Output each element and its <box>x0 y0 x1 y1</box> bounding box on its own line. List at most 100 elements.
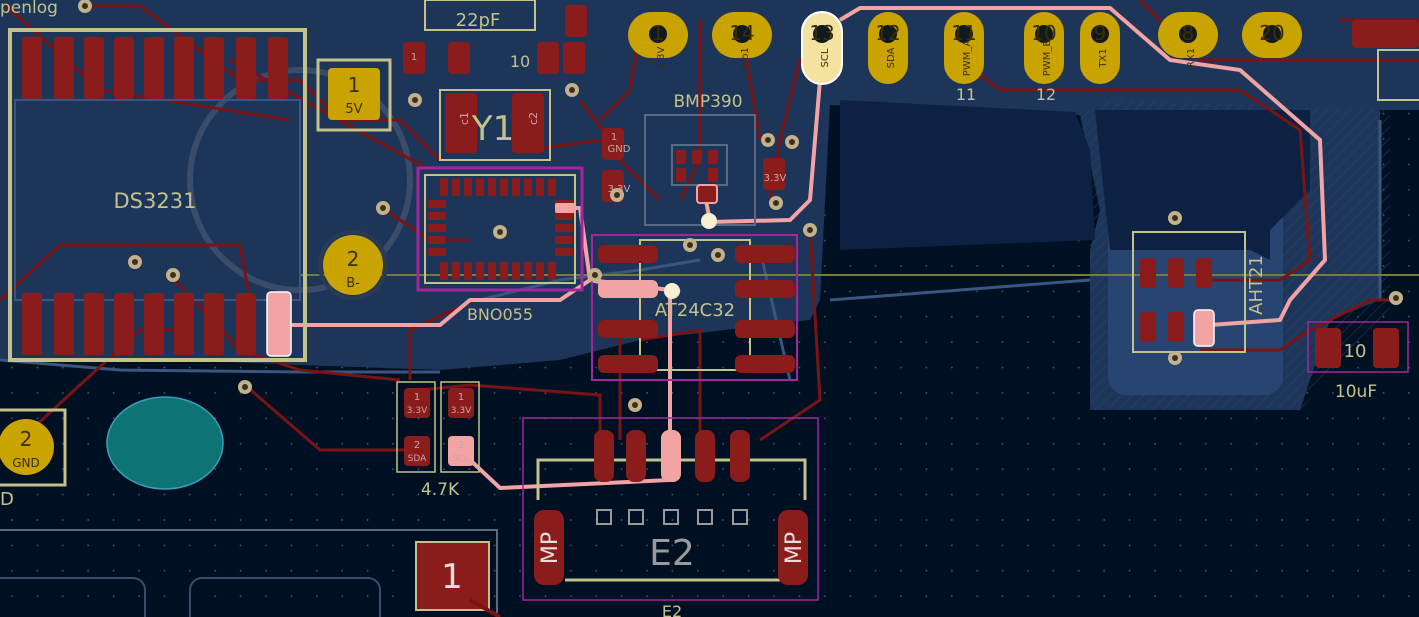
ds3231-pad[interactable] <box>144 37 164 99</box>
bno055-pad[interactable] <box>440 178 448 196</box>
bno055-pad[interactable] <box>428 248 446 256</box>
small-cap-pad[interactable] <box>403 42 425 74</box>
connector-mp-pad[interactable] <box>778 510 808 585</box>
bno055-pad[interactable] <box>555 224 573 232</box>
big-pad-1[interactable]: 1 <box>415 541 490 611</box>
pad-5v[interactable]: 1 5V <box>316 58 392 132</box>
ds3231-pad[interactable] <box>174 37 194 99</box>
bno055-pad[interactable] <box>452 178 460 196</box>
ds3231-pad[interactable] <box>236 37 256 99</box>
small-cap-pad[interactable] <box>448 42 470 74</box>
header-pin[interactable]: 13.3V <box>628 12 688 69</box>
resistor-pad[interactable] <box>448 436 474 466</box>
bno055-pad[interactable] <box>548 178 556 196</box>
ds3231-pad[interactable] <box>22 37 42 99</box>
header-pin-number: 11 <box>951 21 976 45</box>
bno055-pad[interactable] <box>476 178 484 196</box>
bno055-pad[interactable] <box>440 262 448 280</box>
connector-pin-pad[interactable] <box>730 430 750 482</box>
resistor-pad[interactable] <box>404 436 430 466</box>
header-pin[interactable]: 20 <box>1242 12 1302 58</box>
bno055-pad[interactable] <box>524 262 532 280</box>
bno055-pad[interactable] <box>464 262 472 280</box>
bno055-pad[interactable] <box>512 178 520 196</box>
ds3231-pad[interactable] <box>22 293 42 355</box>
at24c32-pad[interactable] <box>735 355 795 373</box>
bno055-pad[interactable] <box>555 212 573 220</box>
bno055-pad[interactable] <box>555 236 573 244</box>
bno055-pad[interactable] <box>452 262 460 280</box>
pad-gnd-left[interactable]: 2 GND <box>0 408 67 487</box>
bno055-pad[interactable] <box>512 262 520 280</box>
bno055-pad[interactable] <box>536 178 544 196</box>
connector-pin-pad[interactable] <box>594 430 614 482</box>
connector-pin-pad[interactable] <box>695 430 715 482</box>
ds3231-pad[interactable] <box>114 293 134 355</box>
bno055-pad[interactable] <box>428 236 446 244</box>
small-cap-pad[interactable] <box>565 5 587 37</box>
ds3231-pad[interactable] <box>204 37 224 99</box>
small-cap-pad[interactable] <box>763 158 785 190</box>
at24c32-pads[interactable] <box>598 245 795 373</box>
bno055-pad[interactable] <box>464 178 472 196</box>
ds3231-pad[interactable] <box>54 37 74 99</box>
bno055-pad[interactable] <box>548 262 556 280</box>
ds3231-pad[interactable] <box>236 293 256 355</box>
resistor-pad[interactable] <box>404 388 430 418</box>
bno055-pad[interactable] <box>555 248 573 256</box>
resistor-pad[interactable] <box>448 388 474 418</box>
ds3231-pad[interactable] <box>174 293 194 355</box>
at24c32-pad[interactable] <box>598 355 658 373</box>
ds3231-pad[interactable] <box>268 37 288 99</box>
ds3231-bottom-pads[interactable] <box>22 293 256 355</box>
ds3231-pad[interactable] <box>84 37 104 99</box>
right-edge-pad[interactable] <box>1352 20 1419 48</box>
bno055-pad[interactable] <box>500 262 508 280</box>
bno055-pad[interactable] <box>428 212 446 220</box>
bno055-pad[interactable] <box>536 262 544 280</box>
at24c32-pad[interactable] <box>598 320 658 338</box>
ds3231-pad[interactable] <box>114 37 134 99</box>
bno055-selected-pad[interactable] <box>555 203 575 213</box>
ds3231-selected-pad[interactable] <box>266 291 292 357</box>
connector-pin-pad[interactable] <box>626 430 646 482</box>
bno055-pad[interactable] <box>476 262 484 280</box>
ds3231-pad[interactable] <box>204 293 224 355</box>
at24c32-pad[interactable] <box>598 245 658 263</box>
connector-mp-pad[interactable] <box>534 510 564 585</box>
ds3231-pad[interactable] <box>144 293 164 355</box>
bno055-pad[interactable] <box>488 178 496 196</box>
bno055-pad[interactable] <box>428 200 446 208</box>
cap-10uf[interactable]: 10 10uF <box>1307 321 1409 402</box>
bno055-pad[interactable] <box>524 178 532 196</box>
small-cap-pad[interactable] <box>563 42 585 74</box>
ds3231-pad[interactable] <box>54 293 74 355</box>
at24c32-pad[interactable] <box>598 280 658 298</box>
at24c32-pad[interactable] <box>735 320 795 338</box>
connector-pin-pad[interactable] <box>661 430 681 482</box>
cap-22pf-label: 22pF <box>456 10 501 31</box>
at24c32-pad[interactable] <box>735 245 795 263</box>
small-cap-pad[interactable] <box>602 128 624 160</box>
small-cap-pad[interactable] <box>537 42 559 74</box>
at24c32-pad[interactable] <box>735 280 795 298</box>
ds3231-pad[interactable] <box>84 293 104 355</box>
header-pin-hole <box>1179 25 1197 43</box>
bno055-pad[interactable] <box>428 224 446 232</box>
bno055-pads[interactable] <box>428 178 575 280</box>
bno055-pad[interactable] <box>488 262 496 280</box>
ds3231-top-pads[interactable] <box>22 37 288 99</box>
bno055-pad[interactable] <box>500 178 508 196</box>
pad-b-minus[interactable]: 2 B- <box>318 230 388 300</box>
